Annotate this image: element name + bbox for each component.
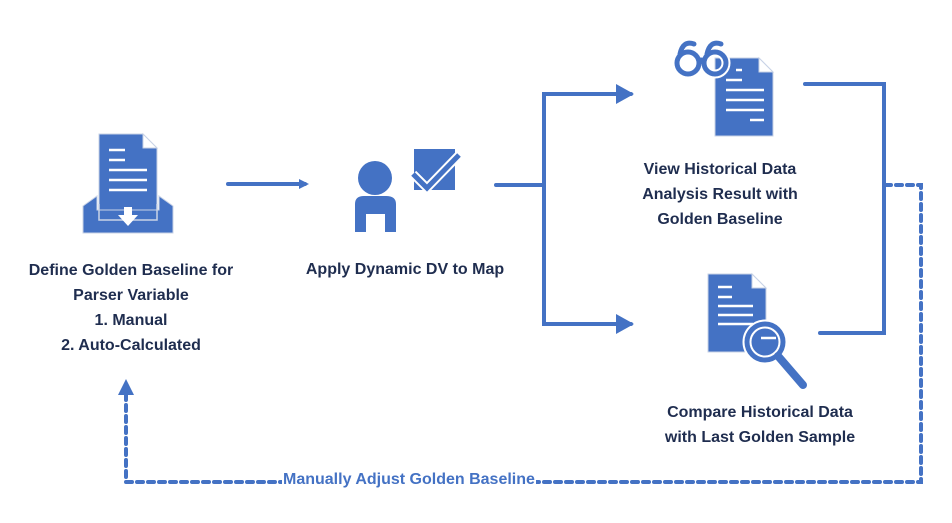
label-line: Apply Dynamic DV to Map — [305, 261, 505, 278]
label-line: Analysis Result with — [642, 186, 798, 203]
arrow-head-to-compare — [616, 314, 634, 334]
label-line: with Last Golden Sample — [664, 429, 856, 446]
step-apply-label: Apply Dynamic DV to Map — [280, 257, 530, 282]
user-checkbox-icon — [355, 149, 463, 232]
step-view-label: View Historical Data Analysis Result wit… — [620, 157, 820, 232]
step-compare-label: Compare Historical Data with Last Golden… — [640, 400, 880, 450]
document-magnifier-icon — [707, 272, 807, 389]
label-line: Golden Baseline — [657, 211, 783, 228]
label-line: Parser Variable — [73, 287, 189, 304]
label-line: 1. Manual — [94, 312, 168, 329]
feedback-loop-path — [118, 183, 923, 484]
label-line: 2. Auto-Calculated — [61, 337, 201, 354]
arrow-head-to-view — [616, 84, 634, 104]
document-inbox-download-icon — [82, 132, 174, 234]
label-line: Compare Historical Data — [667, 404, 853, 421]
merge-connector — [803, 82, 886, 335]
branch-connector — [494, 92, 633, 326]
feedback-arrow-head — [118, 379, 134, 395]
feedback-loop-label: Manually Adjust Golden Baseline — [282, 471, 536, 489]
step-define-label: Define Golden Baseline for Parser Variab… — [0, 258, 262, 358]
glasses-document-icon — [672, 40, 775, 137]
label-line: View Historical Data — [643, 161, 797, 178]
label-line: Define Golden Baseline for — [28, 262, 234, 279]
